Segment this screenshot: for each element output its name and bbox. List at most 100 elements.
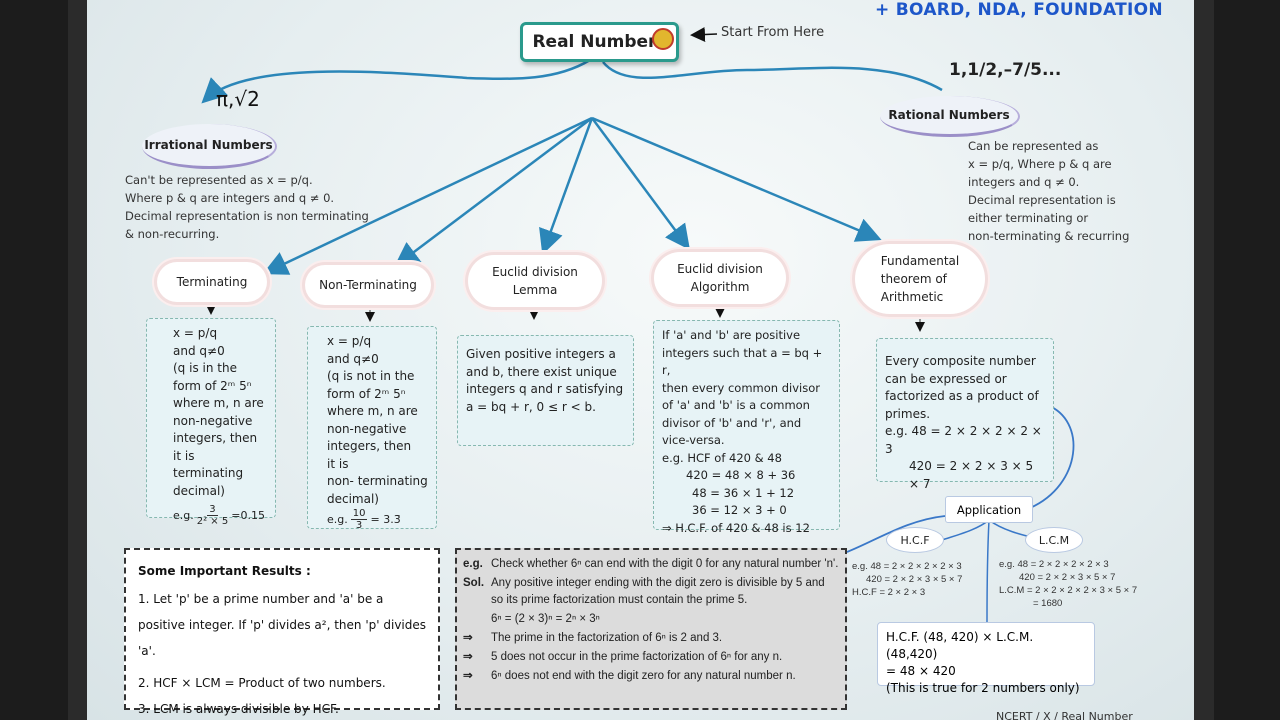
results-title: Some Important Results :: [138, 564, 311, 578]
lcm-work-line: e.g. 48 = 2 × 2 × 2 × 2 × 3: [999, 559, 1109, 570]
card-line: 36 = 12 × 3 + 0: [692, 503, 787, 517]
hcf-work-line: e.g. 48 = 2 × 2 × 2 × 2 × 3: [852, 561, 962, 572]
card-line: integers, then: [173, 431, 258, 445]
arrow-fta: [591, 116, 882, 242]
arrow-non-terminating: [394, 117, 593, 268]
irrational-numbers-node: Irrational Numbers: [142, 124, 277, 169]
irrational-examples: π,√2: [216, 87, 260, 111]
lcm-working: e.g. 48 = 2 × 2 × 2 × 2 × 3 420 = 2 × 2 …: [999, 558, 1137, 610]
cloud-line: Algorithm: [690, 280, 750, 294]
course-banner: + BOARD, NDA, FOUNDATION: [875, 0, 1163, 20]
card-line: e.g. 48 = 2 × 2 × 2 × 2 × 3: [885, 424, 1042, 456]
example-row: e.g.Check whether 6ⁿ can end with the di…: [463, 556, 839, 573]
fraction: 3 2² × 5: [197, 504, 228, 527]
eg-label: e.g.: [173, 508, 194, 522]
arrow-terminating: [262, 116, 593, 275]
lcm-work-line: 420 = 2 × 2 × 3 × 5 × 7: [1019, 572, 1116, 583]
connector-lines: [201, 27, 1075, 623]
example-row-key: ⇒: [463, 632, 473, 644]
example-row-text: Any positive integer ending with the dig…: [491, 577, 825, 606]
lcm-label: L.C.M: [1038, 533, 1070, 547]
rational-description: Can be represented as x = p/q, Where p &…: [968, 137, 1129, 245]
cloud-line: Fundamental: [880, 254, 960, 268]
card-line: non-negative: [327, 421, 407, 436]
hcf-label: H.C.F: [900, 533, 930, 547]
card-line: and b, there exist unique: [466, 364, 617, 379]
non-terminating-cloud: Non-Terminating: [305, 265, 431, 305]
rational-examples: 1,1/2,–7/5...: [949, 60, 1062, 80]
rational-desc-line: Decimal representation is: [968, 193, 1116, 207]
curve-to-irrational: [201, 58, 591, 104]
rational-desc-line: either terminating or: [968, 211, 1089, 225]
arrow-euclid-algo: [590, 117, 690, 251]
numerator: 3: [207, 504, 218, 516]
irrational-desc-line: Can't be represented as x = p/q.: [125, 173, 313, 187]
card-line: factorized as a product of: [885, 389, 1039, 403]
example-row: ⇒6ⁿ does not end with the digit zero for…: [463, 668, 839, 685]
card-line: decimal): [327, 491, 379, 506]
card-line: 48 = 36 × 1 + 12: [692, 485, 795, 500]
card-line: where m, n are: [327, 404, 418, 418]
fraction-result: = 3.3̄: [370, 512, 401, 526]
application-node: Application: [945, 496, 1033, 523]
rational-desc-line: Can be represented as: [968, 139, 1099, 153]
rational-desc-line: integers and q ≠ 0.: [968, 175, 1080, 189]
non-terminating-card: x = p/q and q≠0 (q is not in the form of…: [307, 326, 437, 531]
result-item: 1. Let 'p' be a prime number and 'a' be …: [138, 592, 427, 658]
right-letterbox: [1214, 0, 1280, 720]
non-terminating-example: e.g. 10 3 = 3.3̄: [327, 508, 428, 531]
terminating-example: e.g. 3 2² × 5 =0.15: [173, 504, 267, 527]
card-line: a = bq + r, 0 ≤ r < b.: [466, 399, 596, 414]
fraction: 10 3: [350, 508, 368, 531]
card-line: Every composite number: [885, 354, 1036, 368]
example-row-key: Sol.: [463, 577, 485, 589]
denominator: 2² × 5: [196, 516, 229, 527]
example-row: Sol. Any positive integer ending with the…: [463, 575, 839, 609]
root-title: Real Numbers: [532, 32, 667, 52]
card-line: non-negative: [173, 413, 253, 428]
rational-desc-line: x = p/q, Where p & q are: [968, 157, 1112, 171]
arrow-euclid-lemma: [539, 117, 594, 255]
irrational-desc-line: Decimal representation is non terminatin…: [125, 209, 369, 223]
rational-label: Rational Numbers: [888, 108, 1010, 122]
non-terminating-label: Non-Terminating: [319, 278, 417, 292]
curve-to-rational: [602, 61, 943, 92]
left-letterbox: [0, 0, 68, 720]
ribbon-seal-icon: [652, 28, 674, 50]
start-pointer-label: Start From Here: [721, 25, 825, 40]
important-results-box: Some Important Results : 1. Let 'p' be a…: [124, 548, 440, 716]
irrational-desc-line: Where p & q are integers and q ≠ 0.: [125, 191, 335, 205]
example-row: ⇒ The prime in the factorization of 6ⁿ is…: [463, 630, 839, 647]
relation-line: = 48 × 420: [886, 664, 956, 678]
card-line: 420 = 2 × 2 × 3 × 5 × 7: [909, 459, 1034, 491]
application-label: Application: [956, 502, 1022, 517]
example-row-text: The prime in the factorization of 6ⁿ is …: [491, 632, 723, 644]
numerator: 10: [350, 508, 368, 520]
card-line: vice-versa.: [662, 433, 725, 447]
example-row-key: e.g.: [463, 558, 483, 570]
example-row-key: ⇒: [463, 670, 473, 682]
euclid-algorithm-card: If 'a' and 'b' are positive integers suc…: [653, 320, 840, 535]
example-row-key: ⇒: [463, 651, 473, 663]
card-line: ⇒ H.C.F. of 420 & 48 is 12: [662, 520, 810, 535]
euclid-lemma-card: Given positive integers a and b, there e…: [457, 335, 634, 446]
card-line: where m, n are: [173, 396, 264, 410]
result-item: 2. HCF × LCM = Product of two numbers.: [138, 676, 386, 690]
terminating-label: Terminating: [176, 275, 248, 289]
lcm-work-line: = 1680: [1033, 598, 1063, 609]
example-row-text: 6ⁿ = (2 × 3)ⁿ = 2ⁿ × 3ⁿ: [491, 613, 600, 625]
denominator: 3: [355, 520, 363, 531]
card-line: of 'a' and 'b' is a common: [662, 398, 810, 412]
rational-numbers-node: Rational Numbers: [880, 96, 1020, 137]
irrational-desc-line: & non-recurring.: [125, 227, 220, 241]
card-line: non- terminating: [327, 474, 428, 488]
irrational-label: Irrational Numbers: [144, 138, 273, 152]
card-line: form of 2ᵐ 5ⁿ: [173, 378, 252, 393]
card-line: form of 2ᵐ 5ⁿ: [327, 386, 406, 401]
card-line: it is terminating: [173, 448, 244, 481]
footer-source: NCERT / X / Real Number: [996, 710, 1133, 720]
rational-desc-line: non-terminating & recurring: [968, 229, 1130, 243]
example-row-text: 5 does not occur in the prime factorizat…: [491, 651, 783, 663]
